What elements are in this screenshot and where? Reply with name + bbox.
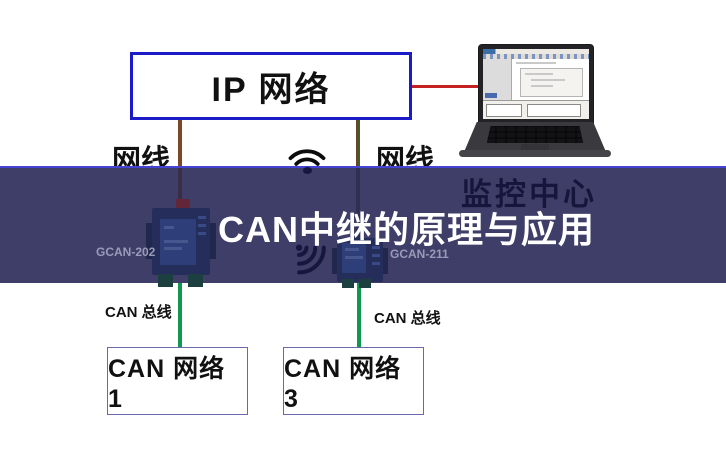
can-network-1-label: CAN 网络 1 [108, 354, 226, 413]
can-bus-right-label: CAN 总线 [374, 310, 441, 327]
gcan211-led [372, 262, 380, 265]
ip-network-label: IP 网络 [211, 70, 331, 109]
laptop-app-text-line [531, 85, 553, 87]
gcan202-panel-logo [164, 226, 174, 229]
laptop-app-text-line [525, 73, 553, 75]
laptop-app-side-panel [483, 59, 512, 101]
laptop-keyboard [486, 125, 584, 143]
ip-network-box: IP 网络 [130, 52, 412, 120]
laptop-app-toolbar-icons [483, 54, 589, 59]
gcan211-mount-ear [383, 248, 388, 274]
can-network-1-box: CAN 网络 1 [107, 347, 248, 415]
laptop-screen [478, 44, 594, 126]
gcan202-terminal [158, 274, 173, 287]
banner-title: CAN中继的原理与应用 [218, 209, 595, 250]
gcan211-label: GCAN-211 [390, 247, 449, 261]
link-ip-to-gcan202 [178, 120, 182, 166]
gcan211-led [372, 246, 380, 249]
laptop-app-main-panel [512, 59, 589, 101]
can-network-3-box: CAN 网络 3 [283, 347, 424, 415]
link-gcan211-to-can3 [357, 283, 361, 347]
laptop-app-toolbar [483, 49, 589, 54]
gcan211-led [372, 254, 380, 257]
gcan211-terminal [342, 279, 354, 288]
laptop-base [464, 122, 606, 152]
laptop-app-table [527, 104, 581, 117]
can-bus-left-label: CAN 总线 [105, 304, 172, 321]
can-network-3-label: CAN 网络 3 [284, 354, 402, 413]
gcan211-terminal [359, 279, 371, 288]
laptop-app-status-area [483, 100, 589, 119]
link-gcan202-to-can1 [178, 283, 182, 347]
gcan202-label: GCAN-202 [96, 245, 156, 259]
link-ip-to-gcan211 [356, 120, 360, 166]
gcan202-mount-ear [210, 223, 216, 259]
monitor-laptop [455, 42, 615, 160]
laptop-touchpad [520, 144, 550, 151]
link-ip-to-gcan211-dim [356, 168, 360, 238]
laptop-app-window [483, 49, 589, 119]
link-ip-to-monitor [412, 85, 482, 88]
laptop-app-side-chip [485, 93, 497, 98]
wifi-icon-dot [303, 167, 312, 174]
laptop-app-table [486, 104, 522, 117]
gcan202-panel-text [164, 247, 182, 250]
gcan202-mount-ear [146, 223, 152, 259]
gcan202-top-connector [176, 199, 190, 209]
monitor-center-label: 监控中心 [461, 177, 597, 212]
link-ip-to-gcan202-dim [178, 168, 182, 202]
gcan202-led [198, 224, 206, 227]
gcan202-led [198, 232, 206, 235]
gcan202-panel-text [164, 240, 188, 243]
gcan211-panel-text [345, 256, 363, 259]
gcan211-panel-text [345, 248, 359, 251]
gcan211-mount-ear [332, 248, 337, 274]
wifi-icon-tilted [295, 244, 326, 275]
gcan202-terminal [188, 274, 203, 287]
gcan202-led [198, 216, 206, 219]
laptop-app-text-line [516, 62, 556, 64]
laptop-app-text-line [531, 79, 565, 81]
laptop-foot [459, 150, 611, 157]
laptop-app-dialog [520, 68, 583, 97]
